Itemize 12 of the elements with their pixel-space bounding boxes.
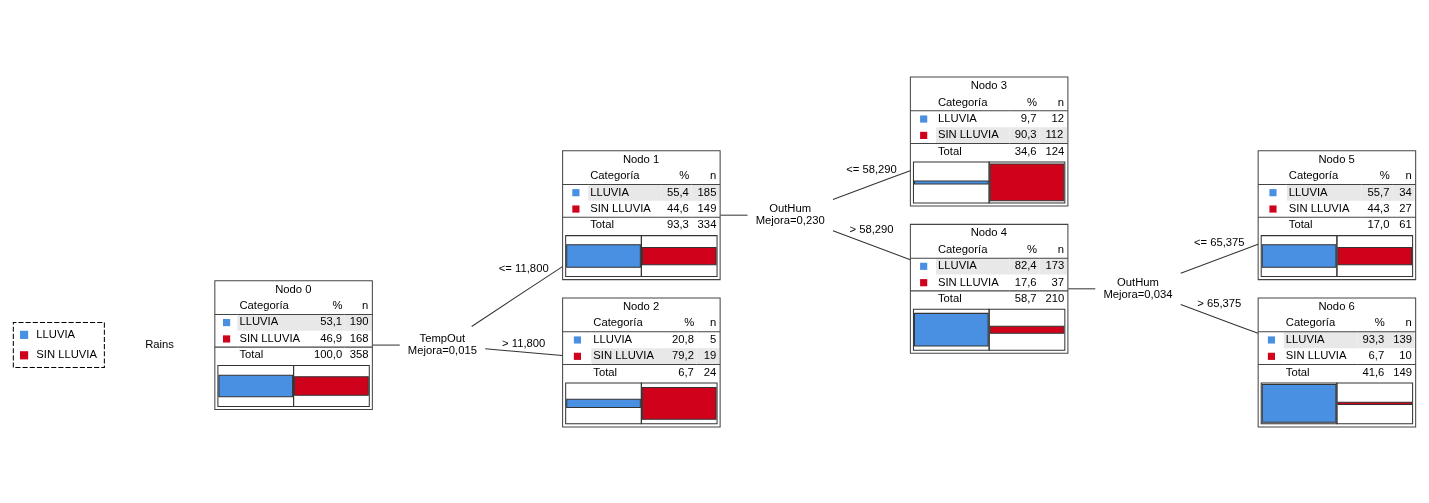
node-text: OutHum Mejora=0,034 [1103, 275, 1173, 300]
edge-label: <= 11,800 [498, 261, 549, 274]
edge-label: <= 65,375 [1193, 235, 1245, 248]
edge-label: > 11,800 [502, 336, 546, 349]
node-text: TempOut Mejora=0,015 [407, 331, 477, 356]
legend-label: SIN LLUVIA [36, 347, 97, 360]
edge-label: > 65,375 [1197, 296, 1242, 309]
edge-label: > 58,290 [849, 222, 894, 235]
legend-label: LLUVIA [36, 327, 76, 340]
node-label: Rains [145, 337, 174, 350]
edge-label: <= 58,290 [846, 162, 897, 175]
node-text: OutHum Mejora=0,230 [755, 201, 825, 226]
